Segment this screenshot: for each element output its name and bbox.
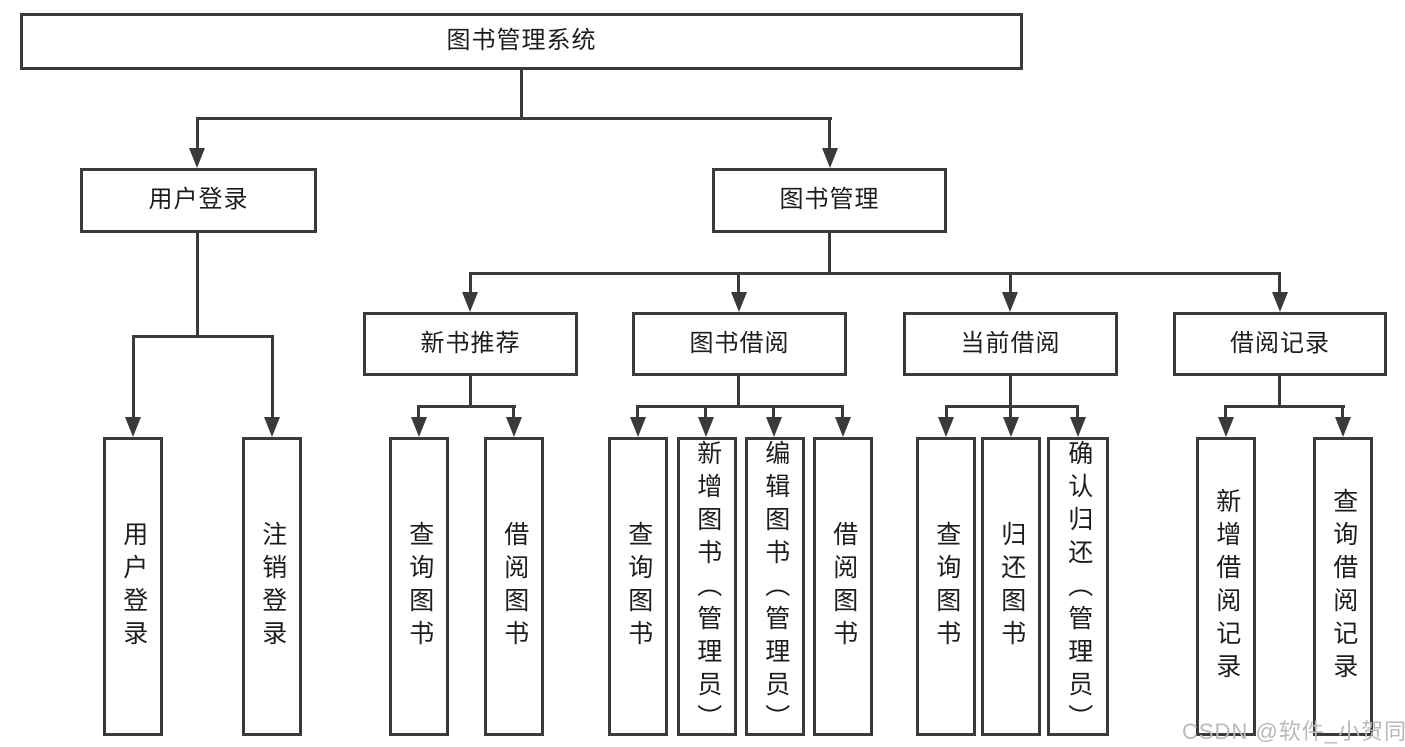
connector-current-borrowing-rail (945, 405, 1079, 408)
connector-book-management-drop (828, 232, 831, 275)
leaf-edit-books-admin: 编辑图书（管理员） (745, 437, 805, 737)
connector-to-leaf-query-current (945, 405, 948, 419)
connector-new-book-rail (417, 405, 516, 408)
connector-to-leaf-return-books (1009, 405, 1012, 419)
connector-to-leaf-borrow-recommend (512, 405, 515, 419)
arrowhead-leaf-add-books (698, 417, 714, 437)
leaf-query-books-current: 查询图书 (916, 437, 976, 736)
arrowhead-borrowing-records (1272, 292, 1288, 312)
connector-to-borrowing-records (1278, 272, 1281, 294)
connector-to-book-borrowing (737, 272, 740, 294)
arrowhead-leaf-add-record (1218, 417, 1234, 437)
connector-level2-rail (469, 272, 1281, 275)
arrowhead-leaf-query-recommend (411, 417, 427, 437)
connector-to-leaf-edit-books (772, 405, 775, 419)
connector-book-borrowing-rail (636, 405, 844, 408)
arrowhead-new-book (462, 292, 478, 312)
arrowhead-leaf-borrow-recommend (506, 417, 522, 437)
connector-to-leaf-add-record (1224, 405, 1227, 419)
arrowhead-leaf-query-record (1335, 417, 1351, 437)
node-borrowing-records: 借阅记录 (1173, 312, 1387, 376)
connector-user-login-drop (196, 232, 199, 338)
connector-to-leaf-query-recommend (417, 405, 420, 419)
arrowhead-leaf-edit-books (766, 417, 782, 437)
connector-to-leaf-add-books (704, 405, 707, 419)
leaf-query-books-recommend: 查询图书 (389, 437, 449, 736)
node-user-login-module: 用户登录 (80, 168, 317, 233)
arrowhead-leaf-borrow-books (835, 417, 851, 437)
connector-book-borrowing-drop (737, 375, 740, 408)
arrowhead-book-management (822, 148, 838, 168)
arrowhead-leaf-return-books (1003, 417, 1019, 437)
node-new-book-recommend: 新书推荐 (363, 312, 578, 376)
node-book-management-module: 图书管理 (712, 168, 947, 233)
connector-to-leaf-query-record (1341, 405, 1344, 419)
leaf-add-borrow-record: 新增借阅记录 (1196, 437, 1256, 736)
watermark-text: CSDN @软件_小贺同学 (1182, 719, 1405, 744)
connector-to-book-management (828, 117, 831, 149)
arrowhead-leaf-confirm-return (1070, 417, 1086, 437)
arrowhead-leaf-user-login (125, 417, 141, 437)
arrowhead-leaf-logout (264, 417, 280, 437)
node-current-borrowing: 当前借阅 (903, 312, 1118, 376)
arrowhead-leaf-query-borrowing (630, 417, 646, 437)
leaf-return-books: 归还图书 (981, 437, 1041, 736)
node-root-system: 图书管理系统 (20, 13, 1023, 70)
connector-borrowing-records-drop (1278, 375, 1281, 408)
leaf-borrow-books-recommend: 借阅图书 (484, 437, 544, 736)
leaf-query-borrow-record: 查询借阅记录 (1313, 437, 1373, 736)
connector-level1-rail (196, 117, 832, 120)
connector-to-leaf-user-login (132, 335, 135, 419)
connector-current-borrowing-drop (1009, 375, 1012, 408)
leaf-user-login: 用户登录 (103, 437, 163, 736)
arrowhead-current-borrowing (1002, 292, 1018, 312)
connector-to-leaf-borrow-books (841, 405, 844, 419)
connector-to-leaf-query-borrowing (636, 405, 639, 419)
leaf-borrow-books: 借阅图书 (813, 437, 873, 736)
arrowhead-book-borrowing (731, 292, 747, 312)
leaf-logout: 注销登录 (242, 437, 302, 736)
connector-user-login-rail (132, 335, 274, 338)
connector-to-new-book (469, 272, 472, 294)
connector-borrowing-records-rail (1225, 405, 1345, 408)
arrowhead-leaf-query-current (938, 417, 954, 437)
node-book-borrowing: 图书借阅 (632, 312, 847, 376)
connector-to-user-login (196, 117, 199, 149)
leaf-query-books-borrowing: 查询图书 (608, 437, 668, 736)
leaf-confirm-return-admin: 确认归还（管理员） (1047, 437, 1109, 737)
connector-to-leaf-logout (271, 335, 274, 419)
connector-root-drop (520, 69, 523, 119)
connector-new-book-drop (469, 375, 472, 408)
arrowhead-user-login (189, 148, 205, 168)
connector-to-current-borrowing (1009, 272, 1012, 294)
connector-to-leaf-confirm-return (1076, 405, 1079, 419)
leaf-add-books-admin: 新增图书（管理员） (677, 437, 737, 737)
